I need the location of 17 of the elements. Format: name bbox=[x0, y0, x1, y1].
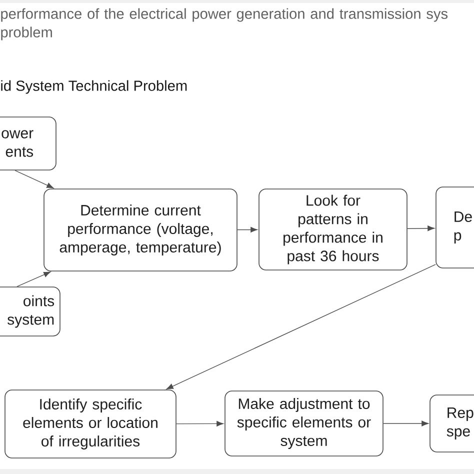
process-box: Make adjustment to specific elements or system bbox=[224, 390, 384, 456]
arrow bbox=[237, 226, 258, 232]
caption: performance of the electrical power generation and transmission sys problem bbox=[1, 8, 448, 40]
arrow bbox=[383, 420, 429, 426]
arrow bbox=[16, 272, 51, 287]
process-box: oints system bbox=[0, 286, 60, 336]
process-box: ower ents bbox=[0, 116, 56, 170]
arrow bbox=[166, 264, 436, 390]
arrow bbox=[407, 226, 435, 232]
process-box: Determine current performance (voltage, amperage, temperature) bbox=[44, 188, 238, 272]
arrow bbox=[176, 420, 224, 426]
process-box: De p bbox=[436, 186, 474, 268]
process-box: Look for patterns in performance in past 36 hours bbox=[258, 188, 408, 270]
process-box: Identify specific elements or location of irregularities bbox=[4, 390, 176, 458]
heading: id System Technical Problem bbox=[1, 80, 187, 94]
process-box: Rep spe bbox=[430, 394, 474, 452]
arrow bbox=[14, 170, 54, 188]
